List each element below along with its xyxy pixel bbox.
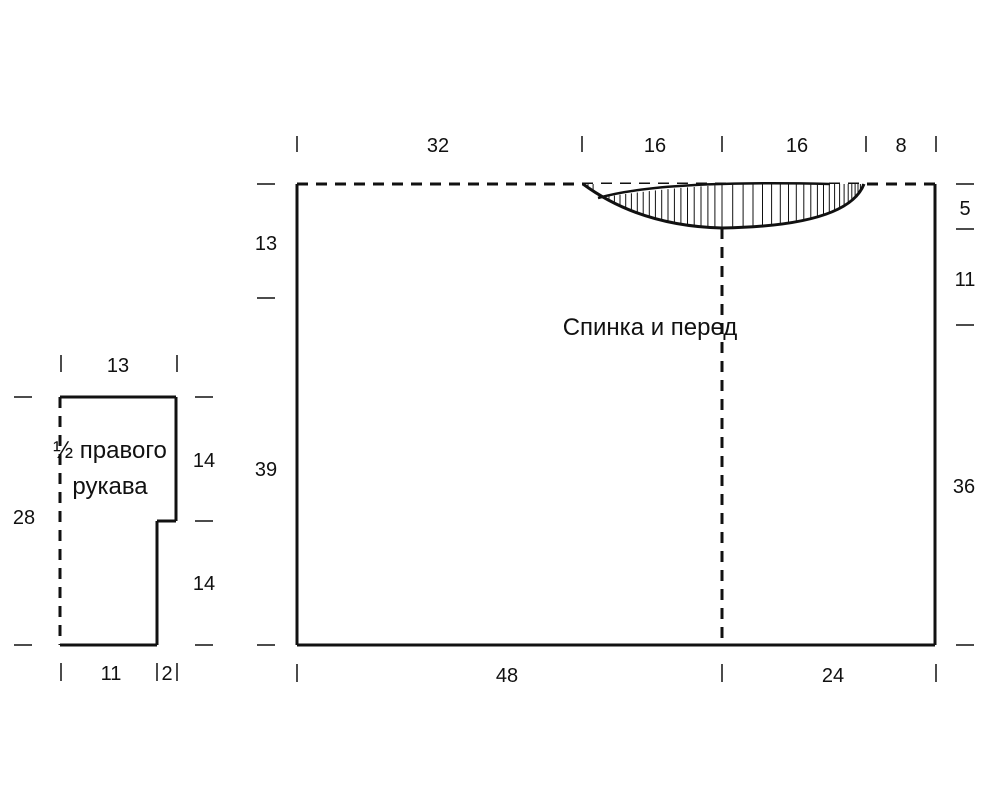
sleeve-bottom-width-label: 11	[101, 663, 122, 685]
right-height-label: 11	[955, 269, 976, 291]
neckline-shape	[582, 182, 866, 230]
sleeve-total-height-label: 28	[13, 507, 35, 529]
sleeve-bottom-width-label: 2	[161, 663, 172, 685]
top-width-label: 32	[427, 135, 449, 157]
top-width-label: 8	[895, 135, 906, 157]
bottom-width-label: 48	[496, 665, 518, 687]
sleeve-title-line2: рукава	[72, 473, 148, 500]
right-height-label: 5	[959, 198, 970, 220]
sleeve-title-line1: ½ правого	[53, 437, 167, 464]
sleeve-upper-height-label: 14	[193, 450, 215, 472]
left-height-label: 39	[255, 459, 277, 481]
bottom-width-label: 24	[822, 665, 844, 687]
right-height-label: 36	[953, 476, 975, 498]
main-panel-title: Спинка и перед	[563, 314, 738, 341]
left-height-label: 13	[255, 233, 277, 255]
sleeve-panel: ½ правого рукава 13 11 2 28 14 14	[13, 355, 215, 685]
main-panel: Спинка и перед 32 16 16 8 48 24 13 39 5 …	[255, 135, 976, 687]
sleeve-lower-height-label: 14	[193, 573, 215, 595]
top-width-label: 16	[786, 135, 808, 157]
top-width-label: 16	[644, 135, 666, 157]
sleeve-top-width-label: 13	[107, 355, 129, 377]
